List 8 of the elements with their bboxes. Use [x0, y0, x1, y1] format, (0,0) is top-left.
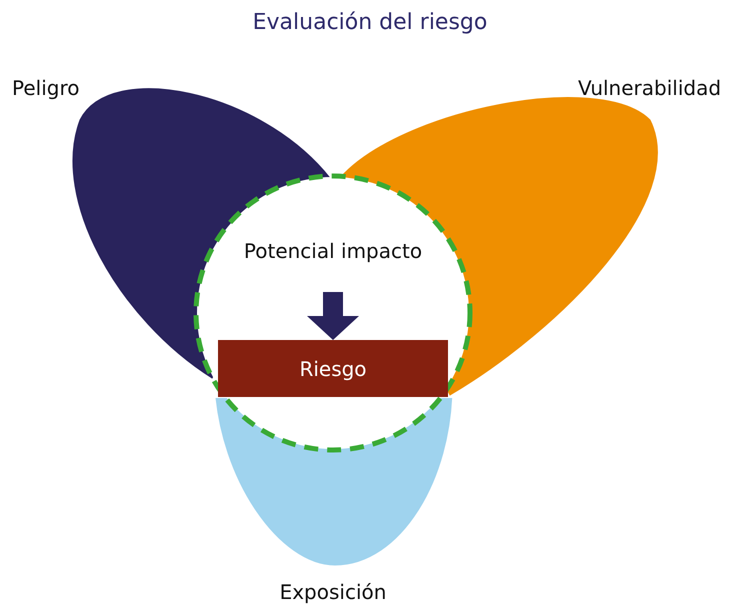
risk-label: Riesgo	[299, 356, 367, 380]
block-arrow	[307, 292, 359, 340]
petal-label: Vulnerabilidad	[578, 76, 722, 100]
petal-label: Peligro	[12, 76, 80, 100]
diagram-title: Evaluación del riesgo	[252, 10, 488, 35]
circle-label: Potencial impacto	[242, 239, 424, 263]
impact-circle	[193, 173, 473, 453]
petal-label: Exposición	[278, 580, 388, 604]
